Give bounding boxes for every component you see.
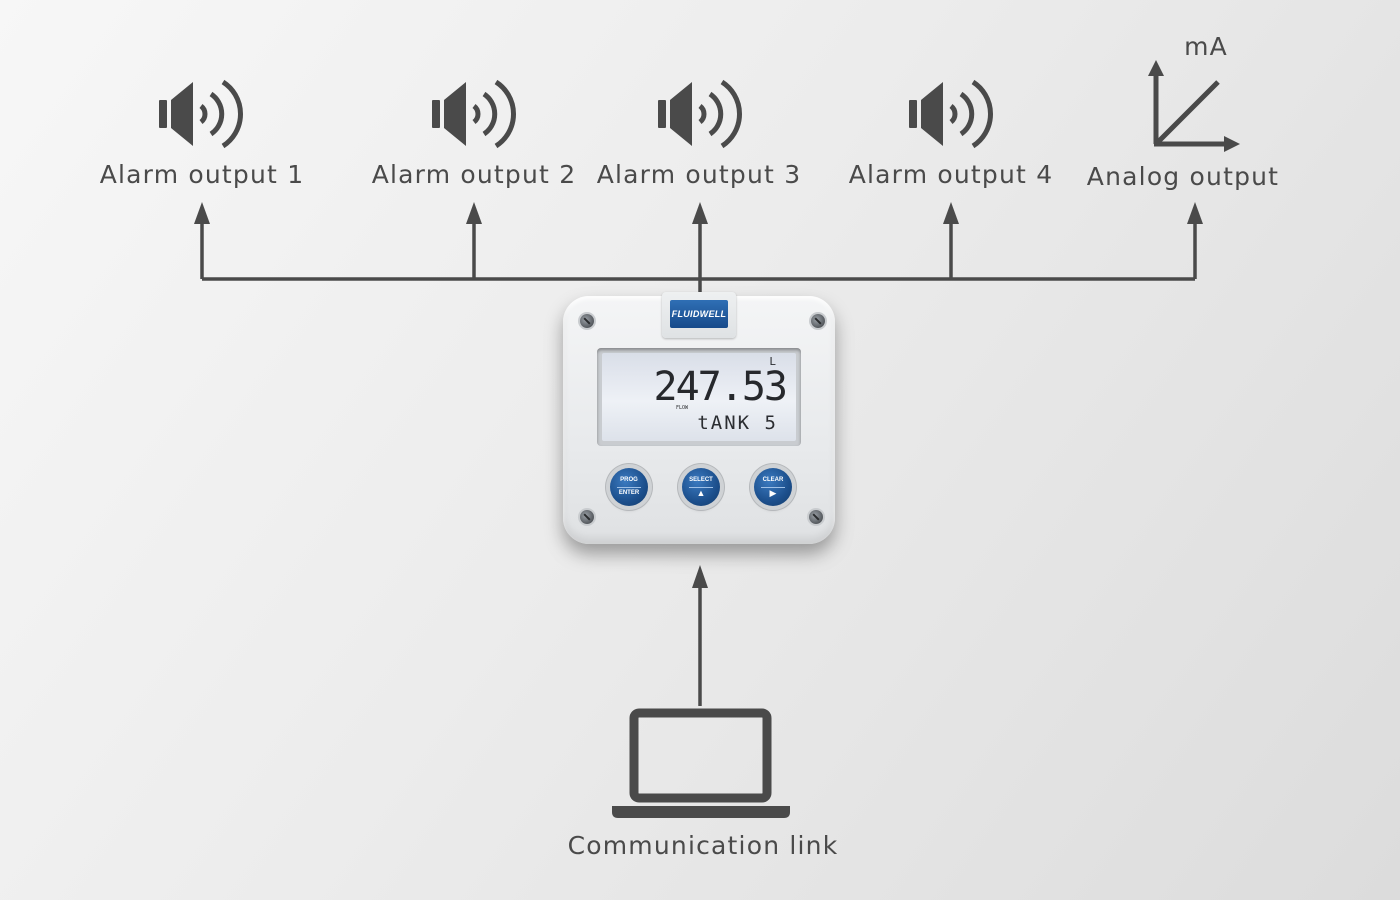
select-button[interactable]: SELECT ▲ xyxy=(682,468,720,506)
lcd-unit: L xyxy=(769,355,776,368)
button-divider xyxy=(617,487,641,488)
button-label: SELECT xyxy=(689,477,713,483)
button-label: ENTER xyxy=(618,490,640,496)
screw-icon xyxy=(811,314,825,328)
screw-icon xyxy=(580,314,594,328)
prog-enter-button[interactable]: PROG ENTER xyxy=(610,468,648,506)
fluidwell-indicator-device: FLUIDWELL L 247.53 FLOW tANK 5 PROG ENTE… xyxy=(563,292,835,544)
analog-output-label: Analog output xyxy=(1086,162,1280,191)
analog-graph-icon xyxy=(1153,72,1226,147)
alarm-output-3-label: Alarm output 3 xyxy=(596,160,802,189)
lcd-value: 247.53 xyxy=(653,364,788,410)
up-arrow-icon: ▲ xyxy=(696,488,706,498)
button-label: PROG xyxy=(620,477,638,483)
speaker-icon xyxy=(432,79,516,149)
button-divider xyxy=(689,487,713,488)
arrow-alarm-3 xyxy=(692,202,708,224)
button-divider xyxy=(761,487,785,488)
button-label: CLEAR xyxy=(762,477,784,483)
speaker-icon xyxy=(909,79,993,149)
lcd-display: L 247.53 FLOW tANK 5 xyxy=(602,353,796,441)
speaker-icon xyxy=(658,79,742,149)
analog-unit-label: mA xyxy=(1184,32,1228,61)
arrow-analog xyxy=(1187,202,1203,224)
screw-icon xyxy=(809,510,823,524)
brand-logo: FLUIDWELL xyxy=(670,300,728,328)
arrow-comm xyxy=(692,565,708,588)
alarm-output-1-label: Alarm output 1 xyxy=(99,160,305,189)
arrow-alarm-1 xyxy=(194,202,210,224)
arrow-alarm-2 xyxy=(466,202,482,224)
arrow-alarm-4 xyxy=(943,202,959,224)
laptop-icon xyxy=(612,708,790,818)
lcd-tag: FLOW xyxy=(676,405,689,411)
lcd-frame: L 247.53 FLOW tANK 5 xyxy=(597,348,801,446)
communication-link-label: Communication link xyxy=(567,831,839,860)
alarm-output-4-label: Alarm output 4 xyxy=(848,160,1054,189)
lcd-text: tANK 5 xyxy=(697,412,778,434)
speaker-icon xyxy=(159,79,243,149)
alarm-output-2-label: Alarm output 2 xyxy=(371,160,577,189)
screw-icon xyxy=(580,510,594,524)
right-arrow-icon: ▶ xyxy=(769,488,777,498)
logo-tab: FLUIDWELL xyxy=(662,292,736,338)
clear-button[interactable]: CLEAR ▶ xyxy=(754,468,792,506)
